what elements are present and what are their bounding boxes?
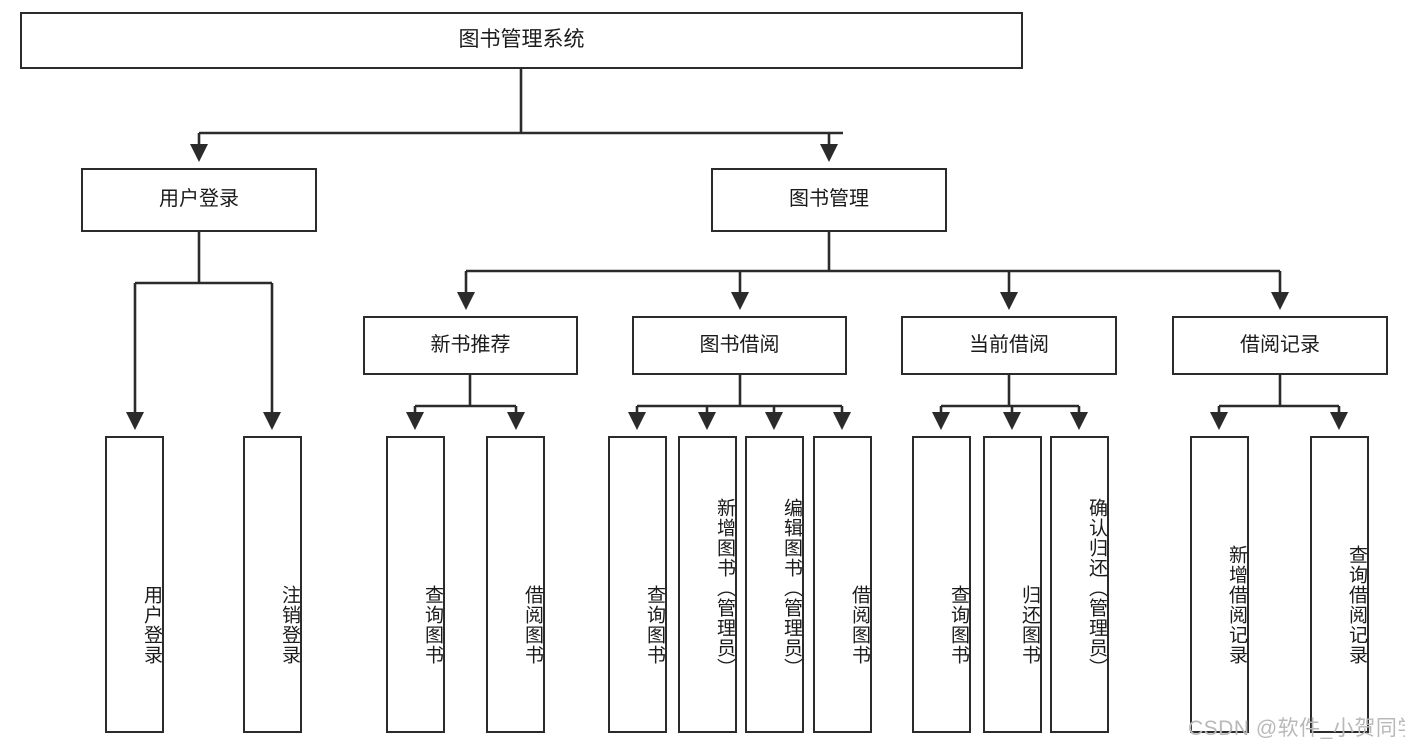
- node-leaf-bb-add-book[interactable]: 新增图书（管理员）: [678, 436, 737, 733]
- node-leaf-user-login[interactable]: 用户登录: [105, 436, 164, 733]
- node-label: 借阅图书: [849, 584, 870, 665]
- node-label: 借阅记录: [1240, 333, 1320, 356]
- node-label: 新增借阅记录: [1226, 544, 1247, 665]
- node-leaf-rec-query-book[interactable]: 查询图书: [386, 436, 445, 733]
- node-book-manage[interactable]: 图书管理: [711, 168, 947, 232]
- node-leaf-cb-query-book[interactable]: 查询图书: [912, 436, 971, 733]
- node-label: 查询图书: [422, 584, 443, 665]
- node-leaf-br-query-record[interactable]: 查询借阅记录: [1310, 436, 1369, 733]
- node-leaf-bb-query-book[interactable]: 查询图书: [608, 436, 667, 733]
- node-label: 新增图书（管理员）: [714, 497, 735, 678]
- node-leaf-rec-borrow-book[interactable]: 借阅图书: [486, 436, 545, 733]
- node-label: 当前借阅: [969, 333, 1049, 356]
- node-label: 图书借阅: [699, 333, 780, 356]
- node-leaf-user-logout[interactable]: 注销登录: [243, 436, 302, 733]
- node-new-book-rec[interactable]: 新书推荐: [363, 316, 578, 375]
- node-label: 注销登录: [279, 584, 300, 665]
- node-label: 查询借阅记录: [1346, 544, 1367, 665]
- node-label: 归还图书: [1019, 584, 1040, 665]
- node-current-borrow[interactable]: 当前借阅: [901, 316, 1117, 375]
- node-leaf-bb-edit-book[interactable]: 编辑图书（管理员）: [745, 436, 804, 733]
- node-label: 图书管理系统: [458, 28, 585, 52]
- node-label: 借阅图书: [522, 584, 543, 665]
- node-book-borrow[interactable]: 图书借阅: [632, 316, 847, 375]
- node-user-login[interactable]: 用户登录: [81, 168, 317, 232]
- node-label: 查询图书: [644, 584, 665, 665]
- node-leaf-br-add-record[interactable]: 新增借阅记录: [1190, 436, 1249, 733]
- node-label: 图书管理: [789, 188, 869, 211]
- node-leaf-cb-confirm-return[interactable]: 确认归还（管理员）: [1050, 436, 1109, 733]
- node-label: 新书推荐: [430, 333, 511, 356]
- node-label: 确认归还（管理员）: [1086, 497, 1107, 678]
- node-borrow-record[interactable]: 借阅记录: [1172, 316, 1388, 375]
- node-label: 用户登录: [141, 584, 162, 665]
- node-leaf-bb-borrow-book[interactable]: 借阅图书: [813, 436, 872, 733]
- node-label: 查询图书: [948, 584, 969, 665]
- node-leaf-cb-return-book[interactable]: 归还图书: [983, 436, 1042, 733]
- watermark-text: CSDN @软件_小贺同学: [1188, 717, 1405, 740]
- node-label: 用户登录: [159, 188, 239, 211]
- node-root-system[interactable]: 图书管理系统: [20, 12, 1023, 69]
- node-label: 编辑图书（管理员）: [781, 497, 802, 678]
